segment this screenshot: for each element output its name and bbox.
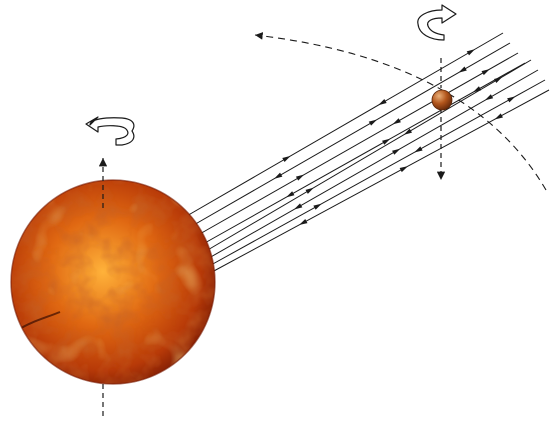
field-arrow-icon	[392, 118, 401, 125]
field-arrow-icon	[313, 203, 322, 210]
orbit-arc	[254, 32, 547, 191]
field-arrow-icon	[293, 203, 303, 210]
field-line	[184, 32, 504, 218]
field-arrow-icon	[458, 66, 467, 73]
field-arrow-icon	[368, 119, 378, 126]
field-line	[202, 62, 526, 245]
field-arrows	[273, 49, 516, 225]
field-arrow-icon	[507, 96, 516, 103]
field-arrow-icon	[466, 49, 476, 56]
field-arrow-icon	[392, 148, 401, 155]
sun-icon	[10, 179, 216, 385]
field-arrow-icon	[378, 98, 387, 106]
field-arrow-icon	[494, 76, 503, 84]
field-arrow-icon	[286, 191, 295, 198]
rotation-arrow-icon	[85, 116, 135, 146]
field-line	[191, 42, 511, 227]
field-arrow-icon	[403, 128, 412, 135]
field-line	[205, 59, 532, 252]
field-arrow-icon	[399, 166, 409, 173]
field-line	[208, 69, 539, 259]
field-arrow-icon	[295, 174, 305, 181]
rotation-arrow-icon	[417, 4, 457, 41]
planet-icon	[431, 89, 453, 111]
field-arrow-icon	[382, 138, 391, 145]
field-arrow-icon	[414, 146, 423, 153]
field-line	[211, 89, 550, 273]
field-arrow-icon	[472, 86, 482, 93]
field-lines	[184, 32, 550, 273]
field-arrow-icon	[282, 155, 291, 163]
field-arrow-icon	[273, 172, 283, 179]
field-arrow-icon	[481, 68, 490, 76]
field-arrow-icon	[299, 218, 308, 225]
field-line	[210, 79, 546, 266]
field-arrow-icon	[305, 187, 314, 194]
field-arrow-icon	[484, 94, 494, 101]
field-line	[197, 52, 519, 236]
field-arrow-icon	[494, 113, 503, 120]
